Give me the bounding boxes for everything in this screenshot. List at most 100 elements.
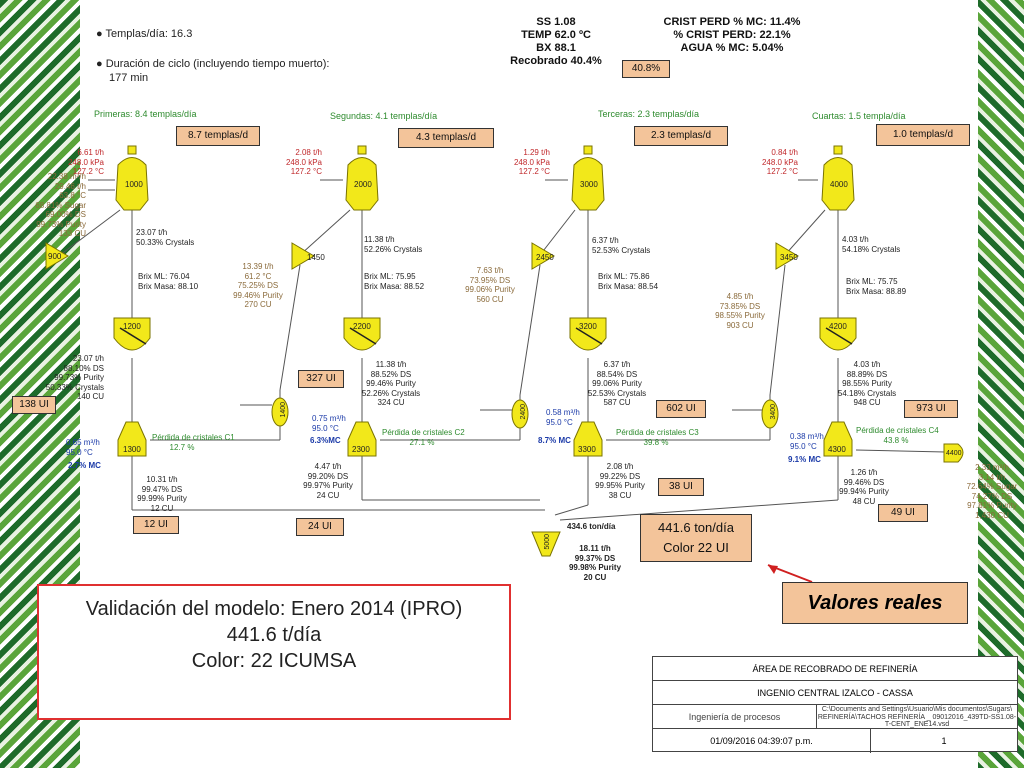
centrifuge-2300 <box>347 421 377 457</box>
hopper-5000 <box>531 531 561 557</box>
title-block-company: INGENIO CENTRAL IZALCO - CASSA <box>653 681 1017 705</box>
box-24-ui: 24 UI <box>296 518 344 536</box>
mixer-900 <box>45 242 69 270</box>
crystallizer-3200-label: 3200 <box>579 322 597 331</box>
section3-templas-box: 2.3 templas/d <box>634 126 728 146</box>
crystallizer-agitators <box>119 327 853 345</box>
centrifuge-4300-label: 4300 <box>828 445 846 454</box>
pump-1400 <box>271 397 289 427</box>
vacuum-pan-3000 <box>571 157 605 211</box>
centrifuge-4300 <box>823 421 853 457</box>
pan-4000-label: 4000 <box>830 180 848 189</box>
mixer-1450-label: 1450 <box>307 253 325 262</box>
title-block-date: 01/09/2016 04:39:07 p.m. <box>653 729 871 753</box>
right-stripe-decoration <box>976 0 1024 768</box>
title-block-dept: Ingeniería de procesos <box>653 705 817 729</box>
mixer-900-label: 900 <box>48 252 62 261</box>
vacuum-pan-1000 <box>115 157 149 211</box>
pump-3400 <box>761 399 779 429</box>
title-block-page: 1 <box>941 736 947 746</box>
pump-2400-label: 2400 <box>520 403 528 420</box>
centrifuge-2300-label: 2300 <box>352 445 370 454</box>
section4-templas-box: 1.0 templas/d <box>876 124 970 146</box>
pan-2000-label: 2000 <box>354 180 372 189</box>
title-block-date-row: 01/09/2016 04:39:07 p.m. 1 <box>653 729 1017 753</box>
box-327-ui: 327 UI <box>298 370 344 388</box>
pump-2400 <box>511 399 529 429</box>
mixer-3450 <box>775 242 799 270</box>
crystallizer-1200-label: 1200 <box>123 322 141 331</box>
section4-title: Cuartas: 1.5 templa/día <box>812 111 906 121</box>
product-rate: 434.6 ton/día <box>567 522 616 531</box>
centrifuge-3300 <box>573 421 603 457</box>
hopper-5000-label: 5000 <box>544 533 552 550</box>
pan-3000-label: 3000 <box>580 180 598 189</box>
bullet-duracion-value: 177 min <box>109 72 149 84</box>
valores-arrowhead <box>768 565 778 574</box>
box-973-ui: 973 UI <box>904 400 958 418</box>
process-lines <box>59 179 946 521</box>
validation-title: Validación del modelo: Enero 2014 (IPRO) <box>85 598 463 620</box>
section3-water-mc: 8.7% MC <box>538 436 571 445</box>
crystallizer-1200 <box>113 317 151 351</box>
box-38-ui: 38 UI <box>658 478 704 496</box>
crystallizer-2200-label: 2200 <box>353 322 371 331</box>
centrifuge-1300 <box>117 421 147 457</box>
mixer-3450-label: 3450 <box>780 253 798 262</box>
pump-3400-label: 3400 <box>770 403 778 420</box>
tank-4400 <box>943 443 964 463</box>
header-right-block: CRIST PERD % MC: 11.4%% CRIST PERD: 22.1… <box>663 16 801 54</box>
box-49-ui: 49 UI <box>878 504 928 522</box>
title-block-area: ÁREA DE RECOBRADO DE REFINERÍA <box>653 657 1017 681</box>
bullet-templas: ● Templas/día: 16.3 <box>96 28 193 40</box>
title-block: ÁREA DE RECOBRADO DE REFINERÍA INGENIO C… <box>652 656 1018 753</box>
validation-rate: 441.6 t/día <box>226 624 322 646</box>
crystallizer-3200 <box>569 317 607 351</box>
section1-title: Primeras: 8.4 templas/día <box>94 109 197 119</box>
section2-title: Segundas: 4.1 templas/día <box>330 111 438 121</box>
validation-color: Color: 22 ICUMSA <box>191 650 357 672</box>
mixer-1450 <box>291 242 315 270</box>
crystallizer-2200 <box>343 317 381 351</box>
title-block-dept-row: Ingeniería de procesos C:\Documents and … <box>653 705 1017 729</box>
box-12-ui: 12 UI <box>133 516 179 534</box>
tank-4400-label: 4400 <box>946 450 962 457</box>
section1-templas-box: 8.7 templas/d <box>176 126 260 146</box>
section2-templas-box: 4.3 templas/d <box>398 128 494 148</box>
box-138-ui: 138 UI <box>12 396 56 414</box>
pan-1000-label: 1000 <box>125 180 143 189</box>
bullet-duracion: ● Duración de ciclo (incluyendo tiempo m… <box>96 58 330 70</box>
